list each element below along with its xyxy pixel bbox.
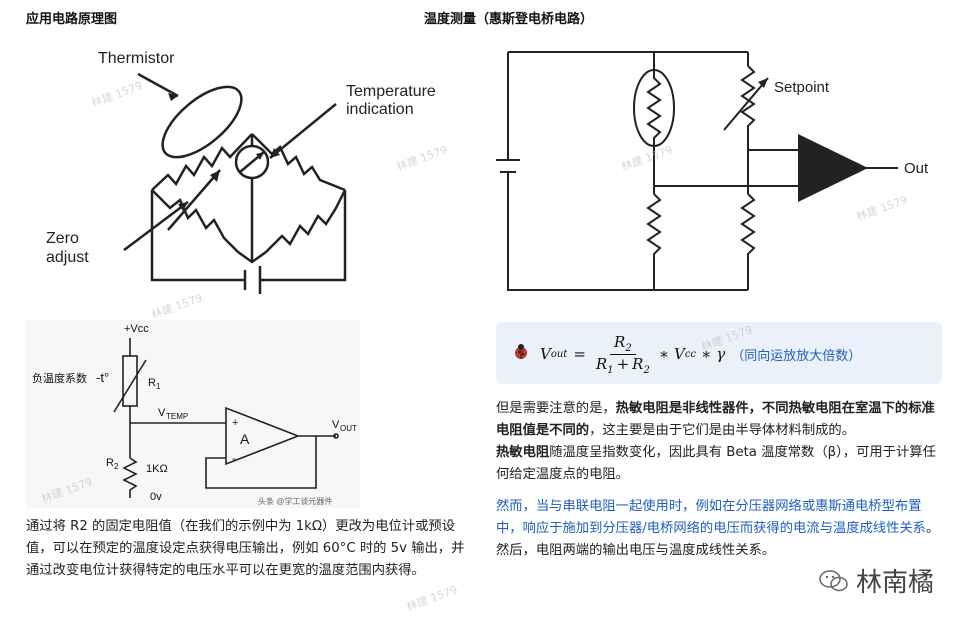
- r1-sub: 1: [156, 382, 161, 391]
- r2-label: R: [106, 457, 114, 469]
- brand-logo: 林南橘: [818, 562, 934, 599]
- r1-label: R: [148, 377, 156, 389]
- formula-den1: R: [595, 354, 608, 373]
- a-label: A: [240, 431, 250, 447]
- p1-text-c: ，这主要是由于它们是由半导体材料制成的。: [589, 423, 856, 438]
- zero-v-label: 0v: [150, 491, 162, 503]
- out-label: Out: [904, 160, 929, 177]
- formula-eq: =: [573, 345, 586, 363]
- formula-num: R: [614, 332, 626, 351]
- formula-den1-sub: 1: [607, 364, 614, 376]
- formula-vcc: V: [674, 345, 685, 363]
- right-paragraph-1: 但是需要注意的是，热敏电阻是非线性器件，不同热敏电阻在室温下的标准电阻值是不同的…: [496, 398, 942, 442]
- source-caption: 头条 @学工谈元器件: [258, 496, 332, 506]
- formula-den-plus: +: [616, 354, 630, 373]
- left-paragraph: 通过将 R2 的固定电阻值（在我们的示例中为 1kΩ）更改为电位计或预设值，可以…: [26, 519, 465, 578]
- adjust-label: adjust: [46, 249, 89, 266]
- formula-mult1: ∗: [658, 345, 670, 363]
- vout-label: V: [332, 419, 340, 431]
- bridge-figure: Thermistor Temperature indication Zero a…: [20, 30, 450, 300]
- formula-den2-sub: 2: [643, 364, 650, 376]
- left-title: 应用电路原理图: [26, 12, 118, 27]
- wheatstone-circuit-figure: Setpoint Out: [496, 30, 944, 300]
- formula-gamma: γ: [716, 345, 726, 363]
- r2-sub: 2: [114, 462, 119, 471]
- formula-note: （同向运放放大倍数）: [731, 348, 862, 364]
- formula-den2: R: [632, 354, 644, 373]
- temperature-label: Temperature: [346, 83, 436, 100]
- neg-coef-label: 负温度系数: [32, 371, 87, 385]
- wechat-icon: [819, 569, 848, 591]
- setpoint-label: Setpoint: [774, 79, 830, 96]
- vtemp-label: V: [158, 407, 166, 419]
- vcc-label: +Vcc: [124, 323, 149, 335]
- right-title: 温度测量（惠斯登电桥电路）: [424, 12, 594, 27]
- plus-label: +: [232, 417, 238, 429]
- formula-vcc-sub: cc: [684, 348, 697, 360]
- opamp-figure: +Vcc 负温度系数 -t° R 1 V TEMP + - A V OUT R …: [26, 320, 360, 508]
- p2-text-b: 随温度呈指数变化，因此具有 Beta 温度常数（β），可用于计算任何给定温度点的…: [496, 445, 936, 482]
- minus-label: -: [232, 453, 236, 465]
- formula-num-sub: 2: [625, 342, 632, 354]
- p3-text-c: 。然后，电阻两端的输出电压与温度成线性关系。: [496, 521, 940, 558]
- vtemp-sub: TEMP: [166, 412, 188, 421]
- k1-label: 1KΩ: [146, 463, 168, 475]
- indication-label: indication: [346, 101, 414, 118]
- t-label: -t°: [96, 370, 109, 385]
- right-paragraph-3: 然而，当与串联电阻一起使用时，例如在分压器网络或惠斯通电桥型布置中，响应于施加到…: [496, 496, 942, 562]
- watermark-text: 林建 1579: [404, 583, 460, 614]
- formula-mult2: ∗: [701, 345, 712, 363]
- thermistor-label: Thermistor: [98, 50, 175, 67]
- p2-text-bold: 热敏电阻: [496, 445, 550, 460]
- right-paragraph-2: 热敏电阻随温度呈指数变化，因此具有 Beta 温度常数（β），可用于计算任何给定…: [496, 442, 942, 486]
- p1-text-a: 但是需要注意的是，: [496, 401, 616, 416]
- formula-lhs: V: [540, 345, 551, 363]
- p3-text-blue: 当与串联电阻一起使用时，例如在分压器网络或惠斯通电桥型布置中，响应于施加到分压器…: [496, 499, 926, 536]
- p1-text-bold: 热敏电阻是非线性器件，不同热敏电阻在室温下的标准电阻值是不同的: [496, 401, 935, 438]
- zero-label: Zero: [46, 230, 79, 247]
- vout-sub: OUT: [340, 424, 357, 433]
- formula-lhs-sub: out: [550, 348, 568, 360]
- brand-name: 林南橘: [856, 568, 935, 598]
- p3-text-a: 然而，: [496, 499, 536, 514]
- bug-icon: [512, 342, 530, 360]
